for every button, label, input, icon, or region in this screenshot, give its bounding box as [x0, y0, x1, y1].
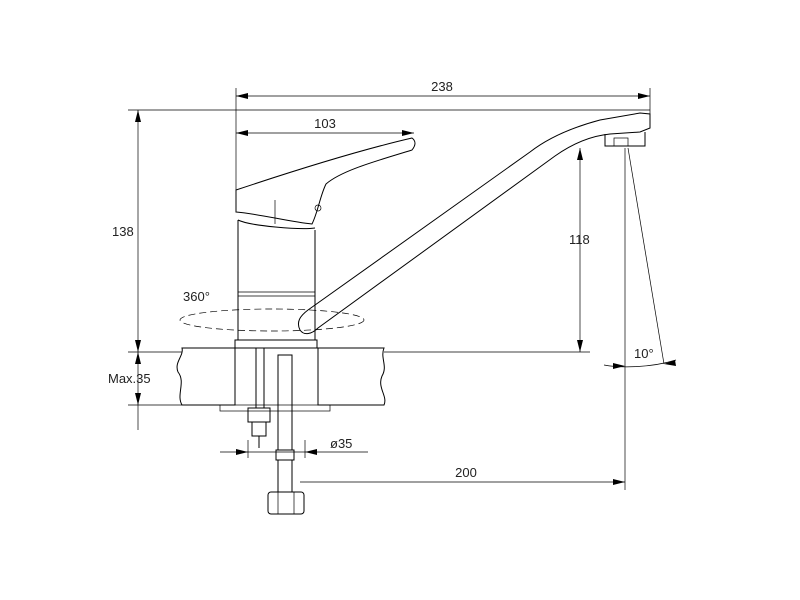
dim-spout-reach: 200 [300, 148, 626, 490]
hole-diameter-label: ø35 [330, 436, 352, 451]
dim-overall-length: 238 [235, 79, 651, 190]
dim-hole-diameter: ø35 [220, 436, 368, 458]
countertop-section [176, 347, 386, 406]
dim-lever-length: 103 [236, 116, 414, 136]
dim-spout-clearance: 118 [384, 148, 590, 353]
supply-hoses [267, 354, 305, 515]
spout-reach-label: 200 [455, 465, 477, 480]
lever-length-label: 103 [314, 116, 336, 131]
spout [297, 112, 651, 335]
stream-angle-label: 10° [634, 346, 654, 361]
rotation-indicator: 360° [179, 289, 365, 332]
lever-handle [235, 137, 416, 225]
dim-total-height: 138 [112, 109, 650, 353]
faucet-body [234, 219, 318, 349]
max-thickness-label: Max.35 [108, 371, 151, 386]
dim-stream-angle: 10° [603, 147, 677, 369]
overall-length-label: 238 [431, 79, 453, 94]
dim-max-thickness: Max.35 [108, 352, 182, 430]
rotation-label: 360° [183, 289, 210, 304]
mounting-parts [219, 347, 331, 448]
total-height-label: 138 [112, 224, 134, 239]
spout-clearance-label: 118 [569, 232, 590, 247]
